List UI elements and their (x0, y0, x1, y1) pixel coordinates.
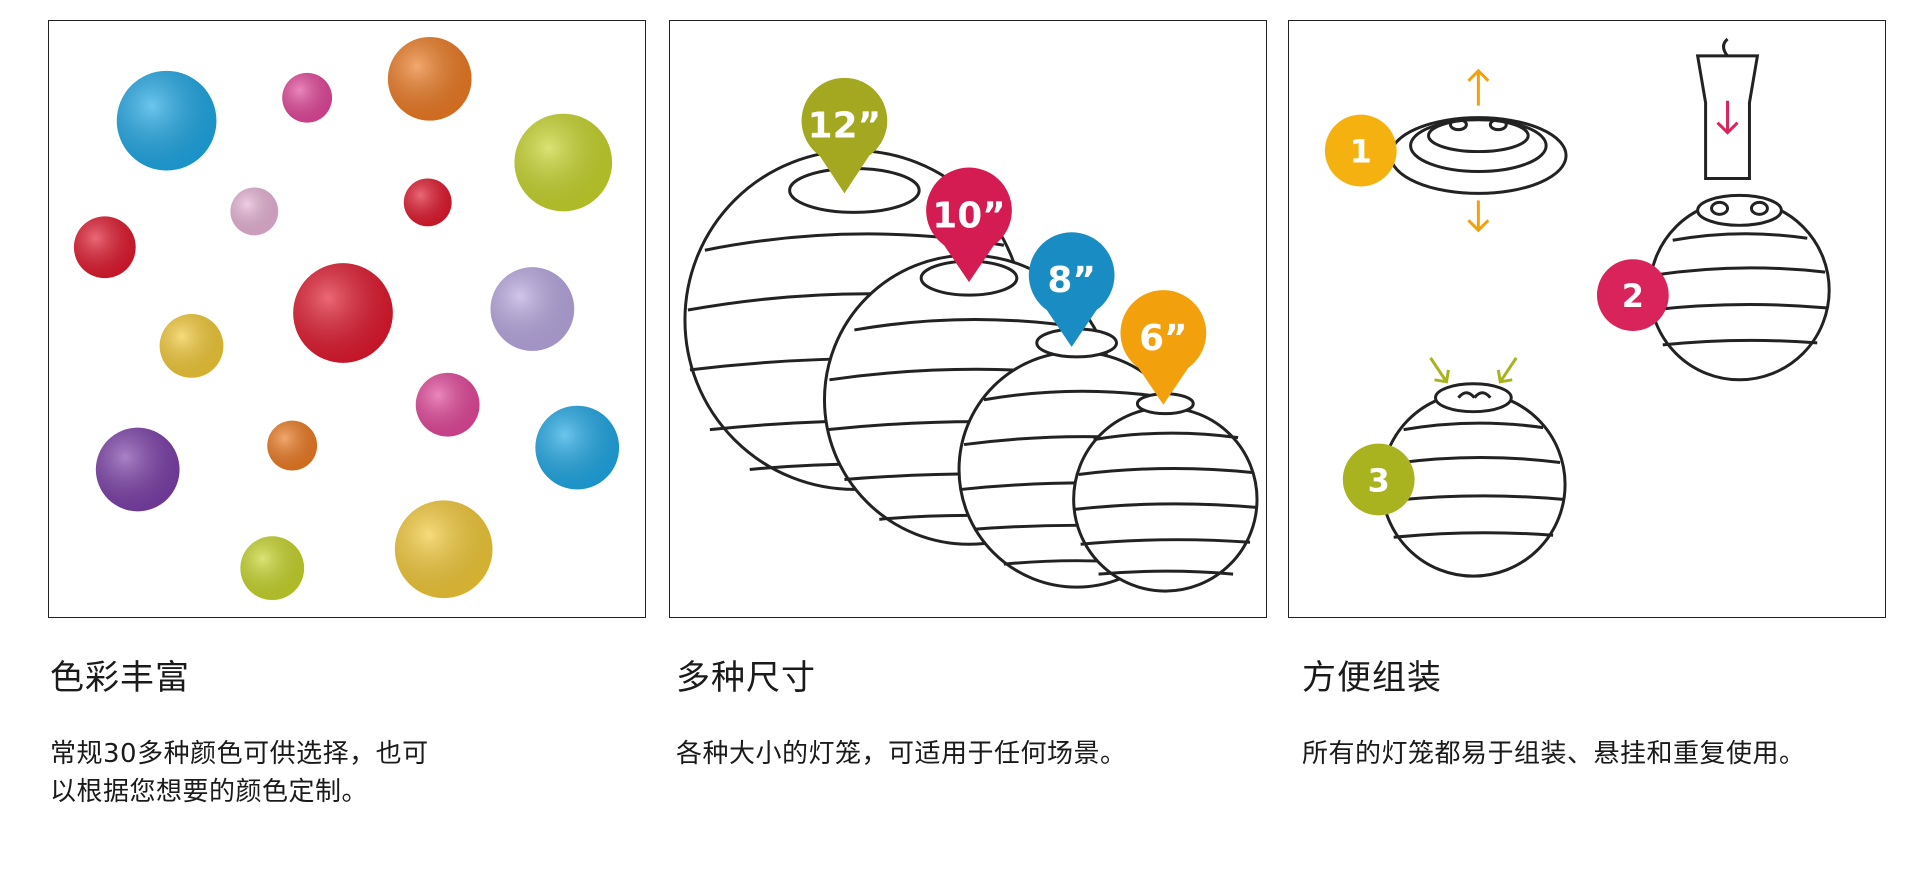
step-3-badge: 3 (1342, 443, 1415, 516)
pin-12-label: 12” (808, 106, 881, 147)
description-line: 所有的灯笼都易于组装、悬挂和重复使用。 (1302, 739, 1806, 769)
lantern-sizes-illustration: 12” 10” 8” 6” (683, 77, 1259, 593)
pin-12-marker (801, 77, 888, 194)
step-2-number: 2 (1622, 277, 1644, 315)
colorful-lanterns-illustration (73, 36, 620, 601)
size-pin-10: 10” (926, 167, 1012, 283)
finished-lantern (1380, 382, 1567, 578)
size-pin-6: 6” (1120, 290, 1207, 405)
insert-arrow (1716, 100, 1739, 135)
step-1-badge: 1 (1324, 114, 1397, 187)
expanded-lantern (1648, 193, 1831, 382)
assembly-steps-illustration: 1 2 (1324, 37, 1831, 578)
collapsed-lantern (1389, 116, 1568, 195)
assembly-image-panel: 1 2 (1288, 20, 1886, 618)
step-3-number: 3 (1368, 461, 1390, 499)
push-arrows (1429, 357, 1518, 384)
description-line: 各种大小的灯笼，可适用于任何场景。 (676, 739, 1127, 769)
feature-description-assembly: 所有的灯笼都易于组装、悬挂和重复使用。 (1302, 735, 1902, 773)
pin-6-label: 6” (1139, 318, 1188, 359)
feature-title-colors: 色彩丰富 (50, 658, 190, 698)
step-1-number: 1 (1350, 133, 1372, 171)
pin-8-marker (1028, 232, 1115, 347)
pin-6-marker (1120, 290, 1207, 405)
description-line: 常规30多种颜色可供选择，也可 (50, 739, 429, 769)
size-pin-8: 8” (1028, 232, 1115, 347)
pin-10-label: 10” (932, 195, 1005, 236)
description-line: 以根据您想要的颜色定制。 (50, 777, 369, 807)
feature-title-assembly: 方便组装 (1302, 658, 1442, 698)
expand-arrows (1467, 68, 1490, 233)
size-pin-12: 12” (801, 77, 888, 194)
lantern-6-inch (1072, 392, 1259, 593)
pin-8-label: 8” (1047, 260, 1096, 301)
colors-image-panel (48, 20, 646, 618)
feature-description-colors: 常规30多种颜色可供选择，也可 以根据您想要的颜色定制。 (50, 735, 520, 811)
step-2-badge: 2 (1596, 259, 1669, 331)
feature-title-sizes: 多种尺寸 (676, 658, 816, 698)
sizes-image-panel: 12” 10” 8” 6” (669, 20, 1267, 618)
pin-10-marker (926, 167, 1012, 283)
feature-description-sizes: 各种大小的灯笼，可适用于任何场景。 (676, 735, 1236, 773)
